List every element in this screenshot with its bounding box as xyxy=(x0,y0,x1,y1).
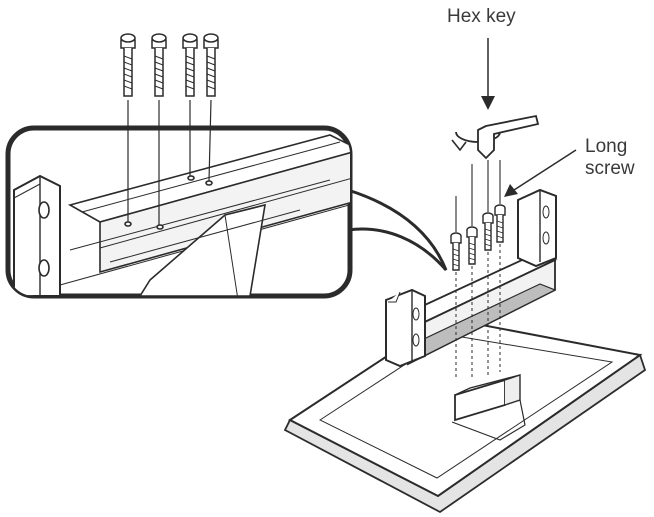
crossbeam-assembly xyxy=(385,188,558,368)
long-screw-arrow xyxy=(504,149,577,197)
stand-base xyxy=(283,316,647,514)
long-screws xyxy=(450,160,506,380)
zoom-screw-2 xyxy=(151,33,167,225)
zoom-screw-1 xyxy=(120,33,136,222)
long-screw-4 xyxy=(494,204,506,372)
right-stand-bracket xyxy=(517,188,557,268)
zoom-screws xyxy=(120,33,219,225)
beam-front-face xyxy=(99,148,350,274)
zoom-callout xyxy=(5,125,448,299)
long-screw-3 xyxy=(482,212,494,376)
long-screw-label-line1: Long xyxy=(585,136,628,157)
zoom-screw-3 xyxy=(182,33,198,176)
long-screw-2 xyxy=(466,226,478,380)
long-screw-label-line2: screw xyxy=(585,158,635,179)
hex-key-arrow xyxy=(481,38,495,110)
long-screw-1 xyxy=(450,232,462,378)
long-screw-label: Long screw xyxy=(585,136,635,180)
hex-key-icon xyxy=(451,114,540,160)
hex-key-label: Hex key xyxy=(447,6,516,27)
callout-tail xyxy=(346,187,448,271)
zoom-screw-4 xyxy=(203,33,219,182)
